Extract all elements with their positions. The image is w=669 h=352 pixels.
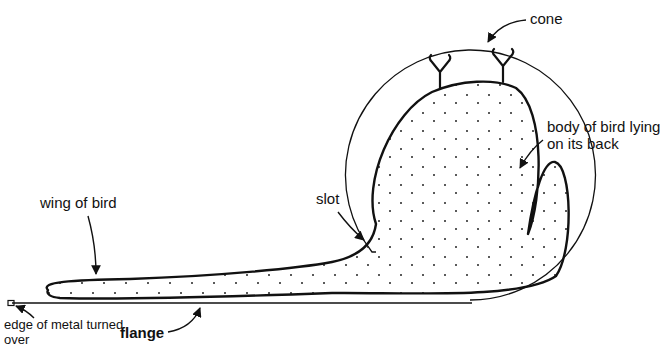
part-label: wing of bird xyxy=(40,194,117,211)
bird-body xyxy=(47,82,569,299)
part-label: body of bird lying on its back xyxy=(547,118,665,153)
part-label: edge of metal turned over xyxy=(4,318,134,348)
bird-feet xyxy=(430,49,514,88)
part-label: slot xyxy=(316,190,339,207)
part-label: flange xyxy=(120,324,164,341)
leader-lines xyxy=(16,20,543,332)
turned-edge xyxy=(8,301,14,306)
flange-line xyxy=(12,302,472,304)
part-label: cone xyxy=(530,10,563,27)
